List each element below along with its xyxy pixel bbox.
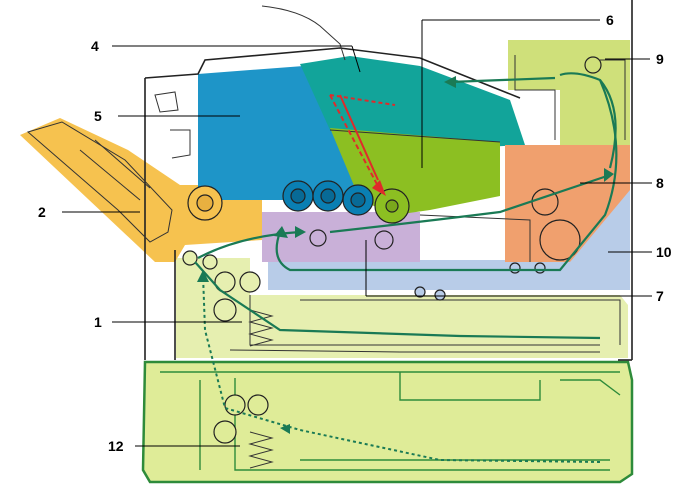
- callout-8: 8: [656, 175, 664, 191]
- drum-unit-zone: [330, 128, 500, 215]
- callout-5: 5: [94, 108, 102, 124]
- leader-lines: [62, 19, 652, 447]
- registration-rollers: [182, 250, 218, 270]
- eject-unit-zone: [508, 40, 630, 145]
- cassette-lift-spring: [248, 309, 274, 347]
- arrow-to-output-tray: [444, 76, 456, 88]
- paper-cassette-zone: [176, 258, 628, 358]
- lower-feeder-frame: [160, 371, 621, 471]
- manual-feed-roller: [187, 185, 223, 221]
- manual-tray-guide: [79, 139, 151, 201]
- fuser-unit-zone: [505, 145, 630, 262]
- arrow-lower-feed: [197, 270, 209, 282]
- manual-feed-tray-zone: [20, 118, 262, 262]
- callout-7: 7: [656, 288, 664, 304]
- callout-9: 9: [656, 51, 664, 67]
- developer-rollers: [282, 180, 374, 216]
- machine-frame: [144, 0, 633, 361]
- callout-4: 4: [91, 38, 99, 54]
- callout-12: 12: [108, 438, 124, 454]
- arrow-duplex-return: [274, 226, 288, 238]
- callout-6: 6: [606, 12, 614, 28]
- lower-lift-spring: [248, 431, 274, 469]
- transfer-unit-zone: [262, 212, 420, 262]
- transfer-roller: [309, 229, 394, 250]
- laser-scanner-zone: [300, 56, 525, 150]
- callout-1: 1: [94, 314, 102, 330]
- paper-path: [194, 72, 618, 463]
- eject-roller: [584, 56, 602, 74]
- lower-paper-feeder-zone: [141, 360, 634, 484]
- callout-2: 2: [38, 204, 46, 220]
- lower-feed-rollers: [213, 394, 269, 444]
- photoconductor-drum: [374, 188, 410, 224]
- arrow-lower-mid: [280, 424, 290, 434]
- callout-10: 10: [656, 244, 672, 260]
- arrow-into-transfer: [295, 226, 306, 238]
- cassette-feed-rollers: [213, 271, 261, 322]
- laser-beam: [329, 94, 396, 196]
- manual-tray-outline: [26, 121, 173, 243]
- arrow-into-fuser: [604, 168, 614, 182]
